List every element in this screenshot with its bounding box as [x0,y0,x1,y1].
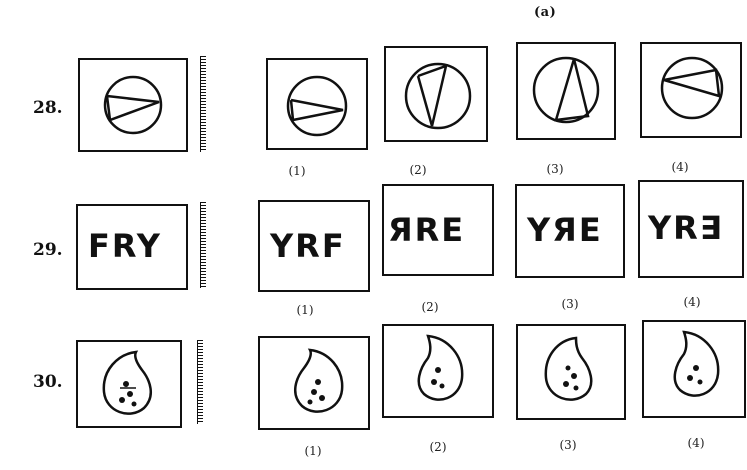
option-label-29-1: (1) [285,303,325,317]
option-28-3[interactable] [516,42,616,140]
option-label-29-2: (2) [410,300,450,314]
option-label-28-3: (3) [535,162,575,176]
circle-triangle-figure [80,60,186,150]
question-figure-28 [78,58,188,152]
mirror-line-29 [200,202,207,288]
mirror-line-30 [197,340,204,424]
option-label-29-4: (4) [672,295,712,309]
option-29-1[interactable]: YRF [258,200,370,292]
option-label-28-4: (4) [660,160,700,174]
question-number-29: 29. [33,240,63,260]
answer-figures-header: (a) [534,5,556,20]
option-label-28-2: (2) [398,163,438,177]
question-number-30: 30. [33,372,63,392]
option-30-1[interactable] [258,336,370,430]
option-29-1-text: YRF [270,230,346,262]
option-30-2[interactable] [382,324,494,418]
option-label-28-1: (1) [277,164,317,178]
paisley-figure [78,342,180,426]
paisley-icon [384,326,492,416]
option-30-4[interactable] [642,320,746,418]
circle-triangle-icon [386,48,486,140]
question-figure-29: FRY [76,204,188,290]
paisley-icon [644,322,744,416]
question-word-29: FRY [88,230,162,262]
option-28-2[interactable] [384,46,488,142]
option-label-30-1: (1) [293,444,333,458]
option-label-30-3: (3) [548,438,588,452]
paisley-icon [260,338,368,428]
circle-triangle-icon [642,44,740,136]
option-29-3[interactable]: YЯE [515,184,625,278]
option-29-4[interactable]: YR∃ [638,180,744,278]
question-figure-30 [76,340,182,428]
circle-triangle-icon [518,44,614,138]
option-28-1[interactable] [266,58,368,150]
option-30-3[interactable] [516,324,626,420]
mirror-line-28 [200,56,207,152]
option-29-3-text: YЯE [527,214,603,246]
option-29-4-text: YR∃ [648,212,724,244]
option-label-29-3: (3) [550,297,590,311]
question-number-28: 28. [33,98,63,118]
option-label-30-4: (4) [676,436,716,450]
paisley-icon [518,326,624,418]
option-29-2-text: ЯRE [388,214,465,246]
option-28-4[interactable] [640,42,742,138]
option-29-2[interactable]: ЯRE [382,184,494,276]
circle-triangle-icon [268,60,366,148]
option-label-30-2: (2) [418,440,458,454]
